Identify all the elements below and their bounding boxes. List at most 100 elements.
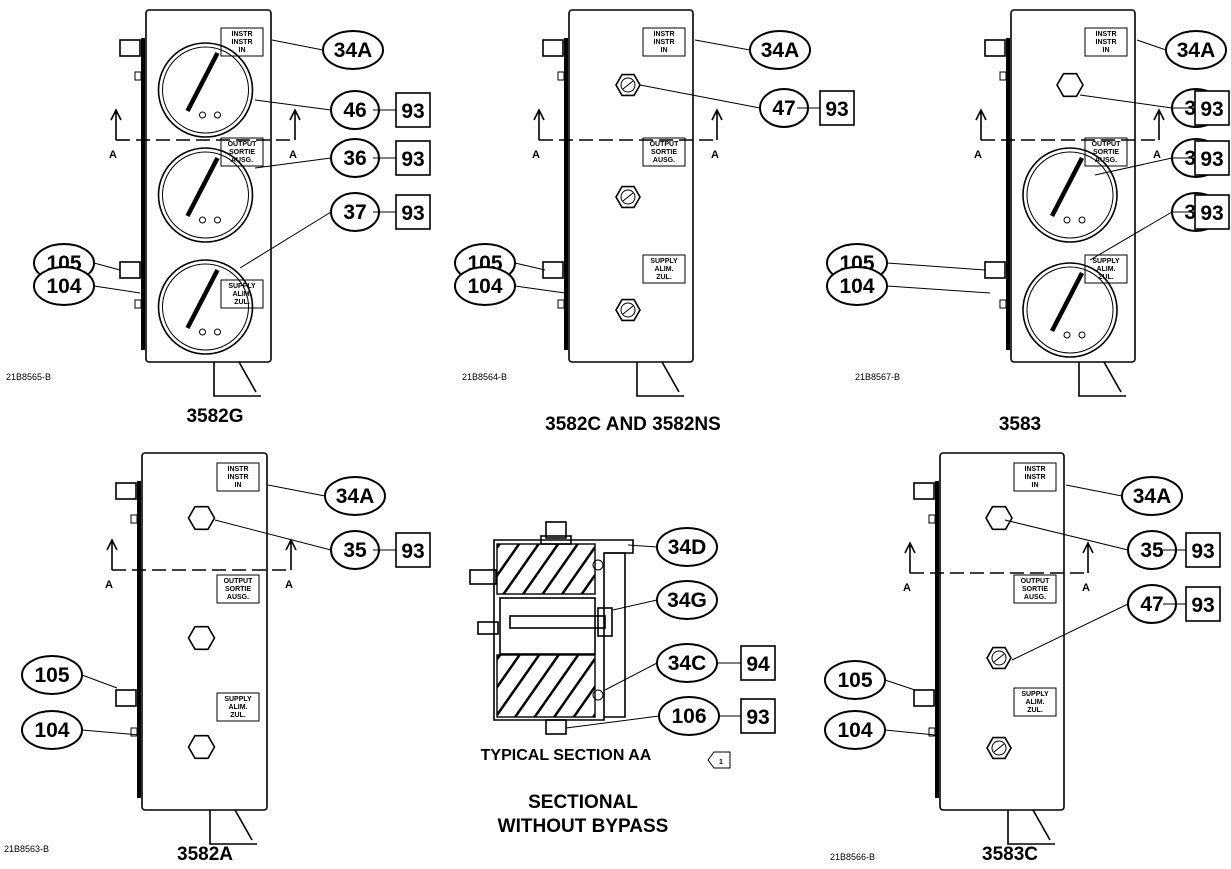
leader-line <box>1094 157 1173 176</box>
port-label-box <box>1013 462 1057 492</box>
o-ring <box>592 559 604 571</box>
port-label-text: SORTIE <box>1022 586 1048 593</box>
reference-box: 93 <box>1194 194 1230 230</box>
section-mark-left: A <box>974 149 982 161</box>
gauge-needle <box>1050 157 1084 217</box>
gauge-bezel <box>1022 262 1118 358</box>
gauge-dot <box>214 111 221 119</box>
callout-ellipse <box>749 30 811 70</box>
callout-label: 34A <box>761 39 800 62</box>
port-label-text: ZUL. <box>1098 274 1114 281</box>
fitting-bottom-stub <box>134 299 142 309</box>
leader-line <box>254 99 332 111</box>
callout-bubble: 104 <box>33 266 95 306</box>
mounting-foot <box>1078 361 1126 397</box>
o-ring <box>592 689 604 701</box>
callout-bubble: 105 <box>824 660 886 700</box>
port-label-text: IN <box>1032 482 1039 489</box>
panel-caption: 3583 <box>999 414 1041 435</box>
callout-bubble: 37 <box>330 192 380 232</box>
reference-box: 93 <box>395 92 431 128</box>
panel-3582a: INSTRINSTRINOUTPUTSORTIEAUSG.SUPPLYALIM.… <box>4 452 431 865</box>
reference-label: 93 <box>1200 148 1223 171</box>
leader-line <box>1136 39 1167 51</box>
test-valve <box>986 646 1012 670</box>
gauge-dot <box>1063 331 1071 339</box>
fitting-top-stub <box>928 514 936 524</box>
leader-line <box>214 519 332 551</box>
callout-ellipse <box>656 580 718 620</box>
port-label-box <box>1084 27 1128 57</box>
port-label-text: IN <box>1103 47 1110 54</box>
callout-ellipse <box>21 710 83 750</box>
callout-label: 104 <box>837 719 872 742</box>
panel-caption: 3582A <box>177 844 233 865</box>
reference-rect <box>1194 194 1230 230</box>
fitting-top-stub <box>130 514 138 524</box>
port-label-text: INSTR <box>232 31 253 38</box>
pressure-gauge <box>157 259 254 355</box>
fitting-top <box>913 482 935 500</box>
port-label-text: IN <box>235 482 242 489</box>
port-label-text: OUTPUT <box>1021 578 1051 585</box>
leader-line <box>604 662 658 691</box>
port-label-text: INSTR <box>228 474 249 481</box>
valve-stem <box>991 740 1007 756</box>
section-mark-right: A <box>1082 582 1090 594</box>
section-arrow-left <box>533 108 545 140</box>
port-label-text: ALIM. <box>228 704 247 711</box>
fitting-top-stub <box>999 71 1007 81</box>
port-label-text: INSTR <box>1096 39 1117 46</box>
callout-bubble: 106 <box>658 696 720 736</box>
gauge-face <box>162 151 249 239</box>
valve-hex <box>615 298 641 322</box>
panel-3582c: INSTRINSTRINOUTPUTSORTIEAUSG.SUPPLYALIM.… <box>454 9 855 435</box>
pipe-plug <box>1056 72 1084 98</box>
callout-bubble: 104 <box>826 266 888 306</box>
section-mark-left: A <box>903 582 911 594</box>
panel-caption: 3583C <box>982 844 1038 865</box>
valve-hex <box>986 646 1012 670</box>
manifold-body <box>568 9 694 363</box>
valve-hex <box>615 73 641 97</box>
callout-label: 104 <box>34 719 69 742</box>
drawing-number: 21B8563-B <box>4 844 49 854</box>
port-label-text: OUTPUT <box>650 141 680 148</box>
pipe-plug <box>187 625 216 651</box>
leader-line <box>93 285 141 294</box>
callout-label: 34A <box>336 485 375 508</box>
fitting-bottom-stub <box>557 299 565 309</box>
mounting-plate <box>935 481 939 798</box>
mounting-foot <box>213 361 261 397</box>
section-mark-left: A <box>109 149 117 161</box>
drawing-number: 21B8565-B <box>6 372 51 382</box>
bottom-screw <box>545 719 567 735</box>
callout-bubble: 34D <box>656 527 718 567</box>
port-label-text: ZUL. <box>234 299 250 306</box>
pressure-gauge <box>1022 262 1118 358</box>
callout-label: 37 <box>343 201 366 224</box>
section-mark-left: A <box>532 149 540 161</box>
gauge-dot <box>199 111 206 119</box>
valve-slot <box>993 743 1005 753</box>
callout-bubble: 35 <box>1127 530 1177 570</box>
port-label-text: IN <box>239 47 246 54</box>
mounting-plate <box>137 481 141 798</box>
reference-label: 93 <box>1200 202 1223 225</box>
section-arrow-left <box>110 108 122 140</box>
port-label-text: ZUL. <box>1027 707 1043 714</box>
gauge-dot <box>1078 216 1086 224</box>
note-number: 1 <box>719 759 723 766</box>
section-arrow-right <box>1082 541 1094 573</box>
mounting-foot <box>1007 809 1055 845</box>
port-label-text: INSTR <box>1096 31 1117 38</box>
panel-3582g: INSTRINSTRINOUTPUTSORTIEAUSG.SUPPLYALIM.… <box>6 9 431 427</box>
reference-rect <box>1185 586 1221 622</box>
reference-rect <box>395 532 431 568</box>
callout-ellipse <box>322 30 384 70</box>
side-port <box>477 621 499 635</box>
reference-box: 93 <box>395 140 431 176</box>
manifold-body <box>141 452 268 811</box>
leader-line <box>1011 603 1129 661</box>
